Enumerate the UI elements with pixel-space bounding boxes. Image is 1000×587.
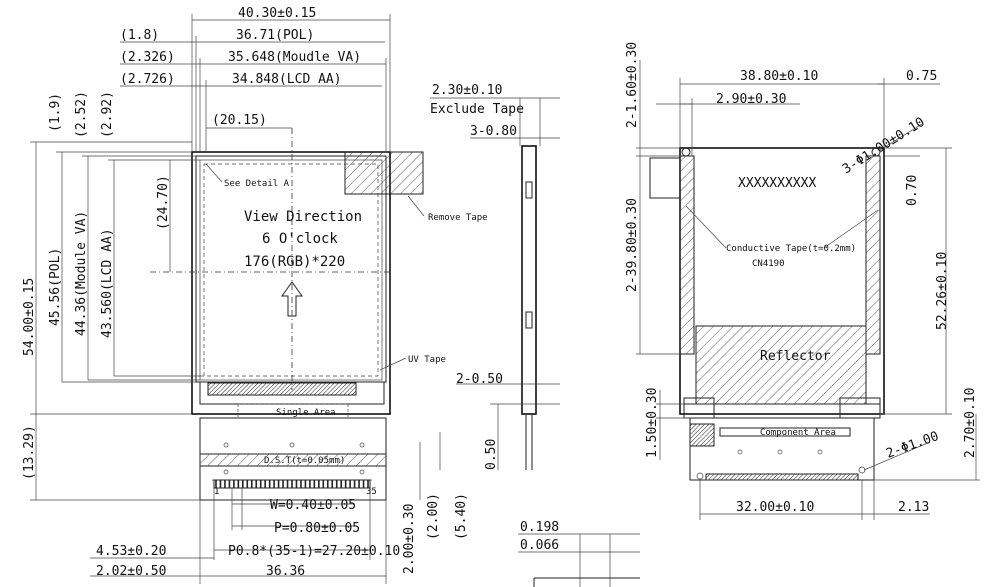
aa-height-label: 43.560(LCD AA): [100, 228, 115, 338]
side-0066-label: 0.066: [520, 538, 559, 553]
center-offset-label: (20.15): [212, 113, 267, 128]
width-overall-label: 40.30±0.15: [238, 6, 316, 21]
back-phi2-label: 2-Φ1.00: [884, 429, 941, 462]
va-width-label: 35.648(Moudle VA): [228, 50, 361, 65]
aa-width-label: 34.848(LCD AA): [232, 72, 342, 87]
pitch-total-label: P0.8*(35-1)=27.20±0.10: [228, 544, 400, 559]
back-213-label: 2.13: [898, 500, 929, 515]
aa-width-offset-label: (2.726): [120, 72, 175, 87]
width-3636-label: 36.36: [266, 564, 305, 579]
va-width-offset-label: (2.326): [120, 50, 175, 65]
left-202-label: 2.02±0.50: [96, 564, 166, 579]
component-area-label: Component Area: [760, 428, 836, 438]
marking-label: XXXXXXXXXX: [738, 176, 816, 191]
back-150-label: 1.50±0.30: [645, 388, 660, 458]
v-200-label: (2.00): [426, 493, 441, 540]
top-offset-3-label: (2.92): [100, 91, 115, 138]
pin-pitch-label: P=0.80±0.05: [274, 521, 360, 536]
height-overall-label: 54.00±0.15: [22, 278, 37, 356]
back-290-label: 2.90±0.30: [716, 92, 786, 107]
top-offset-1-label: (1.9): [48, 93, 63, 132]
see-detail-label: See Detail A: [224, 179, 290, 189]
vertical-center-label: (24.70): [156, 175, 171, 230]
conductive-tape-label: Conductive Tape(t=0.2mm): [726, 244, 856, 254]
tab-3080-label: 3-0.80: [470, 124, 517, 139]
back-5226-label: 52.26±0.10: [935, 252, 950, 330]
side-0198-label: 0.198: [520, 520, 559, 535]
view-direction-label: View Direction: [244, 209, 362, 225]
remove-tape-label: Remove Tape: [428, 213, 488, 223]
pin-width-label: W=0.40±0.05: [270, 498, 356, 513]
side-view: 2.30±0.10 Exclude Tape 3-0.80 2-0.50 0.5…: [430, 83, 640, 587]
back-2160-label: 2-1.60±0.30: [625, 42, 640, 128]
exclude-tape-label: Exclude Tape: [430, 102, 524, 117]
view-clock-label: 6 O'clock: [262, 231, 338, 247]
reflector-label: Reflector: [760, 349, 831, 364]
top-offset-2-label: (2.52): [74, 91, 89, 138]
pol-width-label: 36.71(POL): [236, 28, 314, 43]
back-075-label: 0.75: [906, 69, 937, 84]
left-453-label: 4.53±0.20: [96, 544, 166, 559]
cn-label: CN4190: [752, 259, 785, 269]
tab-2050-label: 2-0.50: [456, 372, 503, 387]
back-3200-label: 32.00±0.10: [736, 500, 814, 515]
fpc-height-label: (13.29): [22, 425, 37, 480]
pin-35-label: 35: [366, 487, 377, 497]
resolution-label: 176(RGB)*220: [244, 254, 345, 270]
front-view: 40.30±0.15 (1.8) 36.71(POL) (2.326) 35.6…: [22, 6, 488, 584]
uv-tape-label: UV Tape: [408, 355, 446, 365]
back-070-label: 0.70: [905, 175, 920, 206]
single-area-label: Single Area: [276, 408, 336, 418]
fpc-contacts: [213, 479, 371, 489]
pol-width-offset-label: (1.8): [120, 28, 159, 43]
thickness-label: 2.30±0.10: [432, 83, 502, 98]
va-height-label: 44.36(Module VA): [74, 211, 89, 336]
back-width-label: 38.80±0.10: [740, 69, 818, 84]
v-200-030-label: 2.00±0.30: [402, 504, 417, 574]
side-050-label: 0.50: [484, 439, 499, 470]
pol-height-label: 45.56(POL): [48, 248, 63, 326]
back-23980-label: 2-39.80±0.30: [625, 198, 640, 292]
back-view: 38.80±0.10 0.75 2.90±0.30 2-1.60±0.30 3-…: [625, 42, 980, 520]
pin-1-label: 1: [214, 487, 219, 497]
back-270-label: 2.70±0.10: [963, 388, 978, 458]
dst-label: D.S.T(t=0.05mm): [264, 456, 345, 466]
v-540-label: (5.40): [454, 493, 469, 540]
